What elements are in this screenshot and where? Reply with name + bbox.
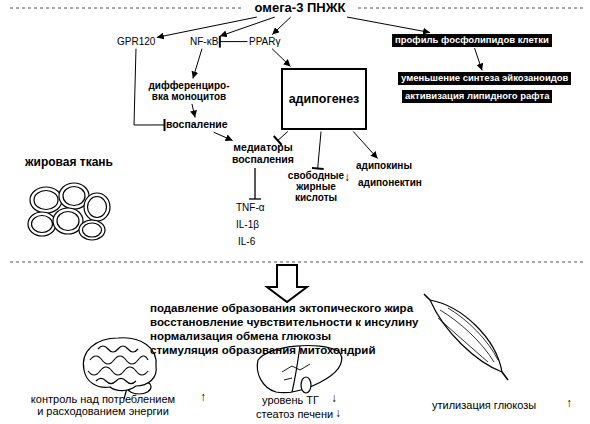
fat-cell — [32, 216, 53, 233]
process-text: адипонектин — [358, 177, 422, 188]
connector — [272, 17, 290, 34]
trend-arrow: ↑ — [200, 391, 206, 404]
node-text: омега-3 ПНЖК — [243, 1, 357, 16]
node-text: воспаление — [166, 119, 228, 131]
trend-arrow: ↓ — [331, 392, 337, 405]
gallbladder — [301, 377, 311, 393]
trend-arrow: ↓ — [344, 171, 350, 184]
connector — [278, 132, 288, 141]
node-text: GPR120 — [117, 36, 155, 47]
fat-cell — [57, 212, 79, 231]
muscle-illustration — [424, 294, 508, 380]
node-text: медиаторы воспаления — [229, 142, 297, 166]
receptor-text: PPARγ — [249, 36, 281, 47]
inhibition-bar — [249, 198, 261, 199]
trend-arrow: ↓ — [335, 407, 341, 420]
brain-gyrus — [88, 367, 148, 375]
effect-line: восстановление чувствительности к инсули… — [150, 316, 419, 329]
effect-line: нормализация обмена глюкозы — [150, 330, 331, 343]
organ-effect: утилизация глюкозы — [432, 399, 536, 411]
node-text: уменьшение синтеза эйкозаноидов — [401, 73, 568, 84]
node-text: адипокины — [356, 160, 412, 171]
fat-cell — [34, 191, 58, 210]
cytokine-label: TNF-α — [236, 202, 265, 213]
dashed-separator — [10, 262, 585, 263]
connector — [193, 49, 202, 79]
node-text: адипогенез — [289, 92, 360, 106]
fat-cell — [83, 223, 102, 237]
connector — [157, 17, 257, 37]
connector — [318, 132, 321, 169]
mediator-inhibition-bar — [249, 168, 261, 199]
node-text: свободные жирные кислоты — [286, 170, 346, 204]
highlight-box: активизация липидного рафта — [402, 90, 552, 103]
node-text: PPARγ — [249, 36, 281, 47]
connector — [214, 132, 233, 140]
brain-gyrus — [96, 379, 136, 384]
muscle-fibers — [438, 308, 498, 362]
brain-gyrus — [98, 346, 138, 352]
fat-cell — [30, 187, 62, 213]
fat-cells-illustration — [28, 183, 110, 240]
node-text: дифференциро- вка моноцитов — [146, 80, 232, 102]
brain-outline — [83, 338, 156, 391]
node-text: активизация липидного рафта — [405, 91, 549, 102]
fat-cell — [88, 197, 107, 218]
node-text: профиль фосфолипидов клетки — [395, 35, 549, 46]
node-text: адипонектин — [358, 177, 422, 188]
receptor-text: GPR120 — [117, 36, 155, 47]
fat-cell — [84, 193, 110, 221]
region-label: жировая ткань — [25, 156, 113, 169]
trend-arrow: ↑ — [566, 397, 572, 410]
muscle-outline — [430, 300, 502, 372]
source-text: омега-3 ПНЖК — [243, 1, 357, 16]
inhibition-line — [254, 168, 255, 199]
organ-effect: контроль над потреблением и расходование… — [8, 393, 198, 418]
effect-line: стимуляция образования митохондрий — [150, 344, 375, 357]
organ-effect: стеатоз печени — [256, 408, 333, 420]
connector — [475, 48, 483, 70]
fat-cell — [63, 187, 85, 206]
effect-line: подавление образования эктопического жир… — [150, 302, 413, 315]
node-text: NF-κB — [190, 36, 218, 47]
muscle-tendon — [424, 294, 508, 380]
highlight-box: профиль фосфолипидов клетки — [392, 34, 552, 47]
connector — [347, 17, 430, 32]
process-box: адипогенез — [281, 68, 367, 130]
process-text: воспаление — [166, 119, 228, 131]
process-text: свободные жирные кислоты — [286, 170, 346, 204]
cytokine-label: IL-6 — [238, 236, 255, 247]
brain-gyrus — [90, 356, 148, 364]
cytokine-label: IL-1β — [236, 219, 259, 230]
connector — [353, 132, 377, 159]
liver-vessel — [282, 364, 310, 380]
connector — [192, 104, 195, 118]
connector — [220, 17, 275, 36]
process-text: адипокины — [356, 160, 412, 171]
connector — [272, 49, 290, 67]
organ-effect: уровень ТГ — [262, 394, 319, 406]
summary-arrow — [267, 265, 307, 302]
brain-illustration — [83, 338, 156, 399]
fat-cell — [79, 220, 105, 240]
process-text: дифференциро- вка моноцитов — [146, 80, 232, 102]
highlight-box: уменьшение синтеза эйкозаноидов — [398, 72, 571, 85]
connector — [220, 41, 248, 42]
process-text: медиаторы воспаления — [229, 142, 297, 166]
factor-text: NF-κB — [190, 36, 218, 47]
fat-cell — [28, 212, 56, 236]
